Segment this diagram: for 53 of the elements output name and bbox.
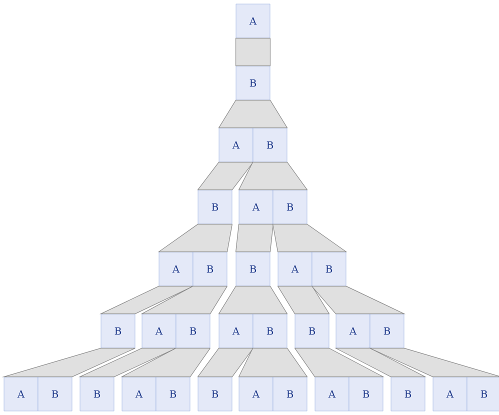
- letter-cell: B: [192, 252, 228, 286]
- letter-cell: B: [252, 128, 288, 162]
- letter-cell: B: [348, 376, 384, 412]
- letter-cell: A: [432, 376, 468, 412]
- connector-band: [238, 162, 308, 190]
- letter-cell: A: [4, 376, 38, 412]
- letter-cell: B: [370, 314, 404, 348]
- letter-cell: B: [466, 376, 499, 412]
- connector-band: [2, 348, 137, 378]
- letter-cell: B: [236, 66, 270, 100]
- connector-band: [235, 224, 274, 252]
- connector-band: [311, 286, 406, 314]
- letter-cell: B: [272, 376, 308, 412]
- letter-cell: B: [38, 376, 72, 412]
- letter-cell: A: [142, 314, 176, 348]
- connector-band: [334, 348, 426, 378]
- connector-band: [78, 348, 178, 378]
- connector-band: [277, 286, 330, 314]
- letter-cell: A: [218, 128, 254, 162]
- connector-band: [158, 224, 233, 252]
- letter-cell: B: [198, 376, 232, 412]
- letter-cell: A: [218, 314, 254, 348]
- letter-cell: B: [252, 314, 288, 348]
- letter-cell: B: [312, 252, 346, 286]
- letter-cell: B: [176, 314, 210, 348]
- connector-band: [99, 286, 195, 314]
- letter-cell: B: [294, 314, 330, 348]
- connector-band: [140, 286, 228, 314]
- connector-band: [197, 162, 254, 190]
- letter-cell: B: [236, 252, 270, 286]
- letter-cell: A: [236, 4, 270, 38]
- letter-cell: B: [272, 190, 308, 224]
- connector-band: [368, 348, 499, 378]
- connector-band: [120, 348, 211, 378]
- letter-cell: B: [100, 314, 136, 348]
- letter-cell: B: [390, 376, 426, 412]
- letter-cell: A: [158, 252, 194, 286]
- letter-cell: B: [156, 376, 190, 412]
- letter-cell: A: [336, 314, 370, 348]
- connector-band: [218, 100, 288, 128]
- letter-cell: B: [80, 376, 114, 412]
- letter-cell: A: [238, 376, 274, 412]
- connector-band: [218, 286, 288, 314]
- letter-cell: A: [122, 376, 156, 412]
- connector-band: [238, 348, 308, 378]
- connector-band: [272, 224, 348, 252]
- letter-cell: A: [278, 252, 312, 286]
- connector-band: [197, 348, 254, 378]
- letter-cell: A: [314, 376, 350, 412]
- connector-band: [236, 38, 270, 66]
- letter-cell: A: [238, 190, 274, 224]
- letter-cell: B: [198, 190, 232, 224]
- connector-band: [294, 348, 384, 378]
